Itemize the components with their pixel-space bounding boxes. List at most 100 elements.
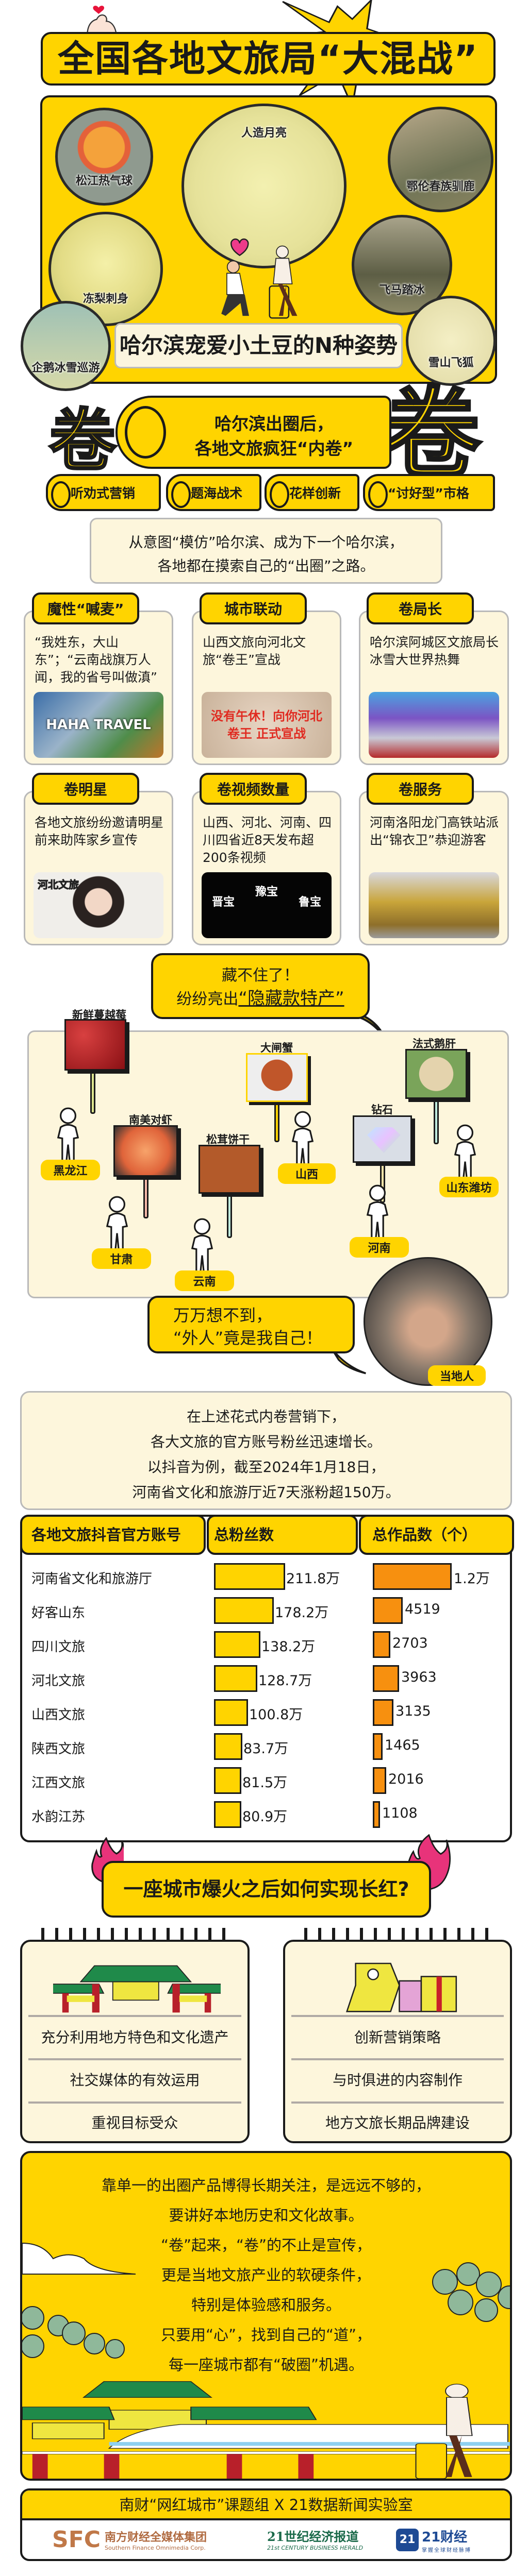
- 21-caijing-logo: 21 21财经掌握全球财经脉搏: [396, 2527, 471, 2553]
- conclusion-panel: 靠单一的出圈产品博得长期关注，是远远不够的， 要讲好本地历史和文化故事。 “卷”…: [20, 2151, 512, 2481]
- cat-photo: [364, 1257, 492, 1386]
- fans-value: 81.5万: [242, 1775, 288, 1791]
- province-video-photo: 晋宝豫宝鲁宝: [202, 872, 332, 938]
- card-celebrity: 各地文旅纷纷邀请明星前来助阵家乡宣传 河北文旅: [24, 791, 173, 945]
- card-tab-city-linkage: 城市联动: [200, 592, 307, 624]
- strategy-card-right: 创新营销策略 与时俱进的内容制作 地方文旅长期品牌建设: [283, 1940, 512, 2143]
- account-name: 水韵江苏: [31, 1809, 86, 1825]
- header-account: 各地文旅抖音官方账号: [20, 1515, 206, 1555]
- cat-label: 当地人: [428, 1365, 486, 1386]
- works-bar: [373, 1597, 403, 1624]
- conclusion-line: 靠单一的出圈产品博得长期关注，是远远不够的，: [101, 2177, 431, 2194]
- cloud-decoration: [22, 2242, 136, 2275]
- strategy-item: 重视目标受众: [91, 2114, 178, 2131]
- sign-stick: [90, 1067, 95, 1114]
- conclusion-line: 特别是体验感和服务。: [191, 2296, 341, 2314]
- card-text: 哈尔滨阿城区文旅局长冰雪大世界热舞: [370, 635, 499, 667]
- specialty-bubble-highlight: “隐藏款特产”: [238, 988, 344, 1009]
- tag-scroll-2: 题海战术: [166, 474, 261, 511]
- divider: [28, 2058, 241, 2060]
- fans-bar: [214, 1699, 248, 1726]
- account-name: 山西文旅: [31, 1707, 86, 1723]
- snow-fox-photo: 雪山飞狐: [406, 296, 496, 386]
- longevity-heading: 一座城市爆火之后如何实现长红?: [102, 1861, 431, 1918]
- card-tab-celebrity: 卷明星: [32, 773, 139, 805]
- specialty-bubble-prefix: 纷纷亮出: [176, 990, 239, 1008]
- cat-line1: 万万想不到，: [173, 1306, 273, 1325]
- pine-tree-decoration: [22, 2306, 125, 2359]
- divider: [291, 2058, 504, 2060]
- conclusion-line: “卷”起来，“卷”的不止是宣传，: [160, 2236, 372, 2254]
- works-bar: [373, 1733, 383, 1760]
- region-label: 山东潍坊: [439, 1177, 499, 1197]
- strategy-item: 创新营销策略: [354, 2029, 441, 2046]
- works-bar: [373, 1699, 393, 1726]
- 21st-century-herald-logo: 21世纪经济报道 21st CENTURY BUSINESS HERALD: [267, 2529, 364, 2551]
- card-tab-dancing-director: 卷局长: [367, 592, 474, 624]
- card-tab-service: 卷服务: [367, 773, 474, 805]
- scroll-curl-icon: [125, 406, 166, 459]
- product-label: 松茸饼干: [206, 1133, 250, 1146]
- strategy-card-left: 充分利用地方特色和文化遗产 社交媒体的有效运用 重视目标受众: [20, 1940, 250, 2143]
- juan-char-left: 卷: [48, 401, 117, 480]
- specialty-bubble: 藏不住了！ 纷纷亮出“隐藏款特产”: [151, 953, 370, 1019]
- scroll-banner-line1: 哈尔滨出圈后，: [214, 414, 334, 434]
- proposal-couple-illustration: [221, 238, 298, 319]
- works-bar: [373, 1801, 380, 1828]
- works-value: 1108: [382, 1805, 418, 1821]
- region-label: 河南: [350, 1237, 409, 1258]
- diamond-sign-photo: [353, 1115, 412, 1163]
- fans-bar: [214, 1801, 241, 1828]
- crab-sign-photo: [246, 1053, 308, 1102]
- region-label: 云南: [175, 1270, 234, 1291]
- intro-line2: 各地都在摸索自己的“出圈”之路。: [157, 557, 375, 574]
- fans-bar: [214, 1665, 257, 1692]
- fans-value: 178.2万: [275, 1605, 329, 1621]
- strategy-item: 与时俱进的内容制作: [332, 2072, 463, 2089]
- card-text: 山西、河北、河南、四川四省近8天发布超200条视频: [203, 815, 332, 865]
- fans-bar: [214, 1733, 242, 1760]
- matsutake-biscuit-sign-photo: [199, 1145, 260, 1194]
- challenge-poster-photo: 没有午休！向你河北卷王 正式宣战: [202, 692, 332, 758]
- sign-stick: [434, 1098, 439, 1144]
- cat-line2: “外人”竟是我自己！: [173, 1328, 323, 1348]
- card-city-linkage: 山西文旅向河北文旅“卷王”宣战 没有午休！向你河北卷王 正式宣战: [192, 611, 341, 765]
- works-value: 3963: [401, 1669, 437, 1685]
- card-text: “我姓东，大山东”；“云南战旗万人闻，我的省号叫做滇”: [35, 635, 157, 685]
- fans-bar: [214, 1597, 274, 1624]
- table-row: 河南省文化和旅游厅 211.8万 1.2万: [22, 1563, 510, 1593]
- card-text: 山西文旅向河北文旅“卷王”宣战: [203, 635, 306, 667]
- fans-bar: [214, 1631, 260, 1658]
- celebrity-photo: 河北文旅: [34, 872, 163, 938]
- temple-train-illustration: [22, 2381, 510, 2479]
- divider: [28, 2015, 241, 2017]
- foie-gras-sign-photo: [405, 1049, 467, 1099]
- fans-value: 138.2万: [261, 1639, 316, 1655]
- person-figure: [367, 1184, 388, 1240]
- header-works: 总作品数（个）: [359, 1515, 514, 1555]
- card-dancing-director: 哈尔滨阿城区文旅局长冰雪大世界热舞: [359, 611, 509, 765]
- shrimp-sign-photo: [113, 1125, 178, 1177]
- works-value: 1.2万: [454, 1571, 490, 1587]
- growth-line: 以抖音为例，截至2024年1月18日，: [147, 1459, 385, 1476]
- cranberry-sign-photo: [64, 1019, 126, 1071]
- works-bar: [373, 1665, 399, 1692]
- account-name: 河南省文化和旅游厅: [31, 1571, 153, 1587]
- juan-section: 卷 卷 哈尔滨出圈后， 各地文旅疯狂“内卷” 听劝式营销 题海战术 花样创新 “…: [0, 379, 528, 513]
- fans-value: 128.7万: [258, 1673, 312, 1689]
- fans-value: 211.8万: [286, 1571, 340, 1587]
- product-label: 钻石: [371, 1104, 393, 1116]
- penguin-parade-photo: 企鹅冰雪巡游: [21, 301, 111, 391]
- juan-char-right: 卷: [381, 377, 482, 491]
- works-value: 2703: [392, 1635, 428, 1651]
- works-bar: [373, 1767, 386, 1794]
- person-figure: [57, 1107, 79, 1162]
- person-figure: [191, 1218, 213, 1273]
- divider: [291, 2102, 504, 2104]
- ice-festival-dance-photo: [369, 692, 499, 758]
